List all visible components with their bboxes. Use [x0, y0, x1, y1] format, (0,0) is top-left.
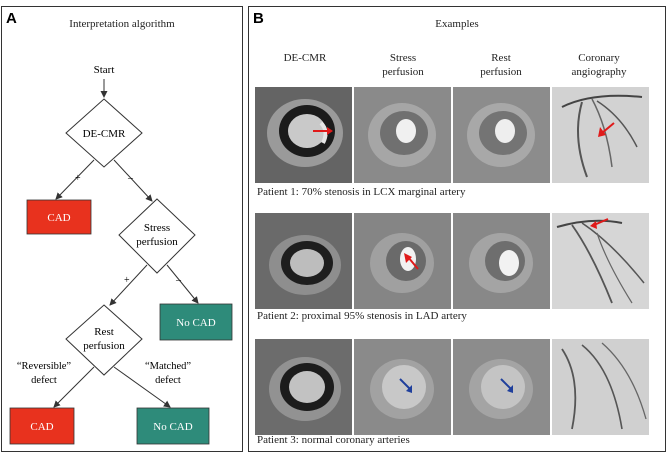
no-cad-box-1 [159, 303, 233, 341]
no-cad-box-2-label: No CAD [153, 421, 192, 433]
decision-rest-perfusion [65, 304, 143, 376]
reversible-line1: “Reversible” [17, 361, 72, 372]
patient-2-caption: Patient 2: proximal 95% stenosis in LAD … [257, 310, 467, 322]
no-cad-box-2 [136, 407, 210, 445]
flowchart-svg: Start DE-CMR + – CAD Stress perfusion + … [9, 64, 233, 445]
patient-2-rest-perfusion-image [453, 213, 550, 309]
patient-3-de-cmr-image [255, 339, 352, 435]
patient-1-rest-perfusion-image [453, 87, 550, 183]
d1-plus-label: + [75, 173, 81, 184]
d2-plus-label: + [124, 275, 130, 286]
cad-box-1-label: CAD [47, 212, 70, 224]
matched-line1: “Matched” [145, 361, 191, 372]
decision-rest-line2: perfusion [83, 340, 125, 352]
arrow-d1-plus [55, 159, 95, 200]
patient-1-image-row [255, 87, 651, 183]
start-label: Start [94, 64, 115, 76]
patient-3-stress-perfusion-image [354, 339, 451, 435]
decision-stress-line2: perfusion [136, 236, 178, 248]
panel-b-title: Examples [435, 18, 479, 30]
patient-1-de-cmr-image [255, 87, 352, 183]
d2-minus-label: – [175, 275, 182, 286]
panel-a-letter: A [6, 10, 17, 27]
cad-box-2 [9, 407, 75, 445]
arrow-reversible [53, 366, 95, 408]
no-cad-box-1-label: No CAD [176, 317, 215, 329]
patient-3-image-row [255, 339, 651, 435]
panel-a-title: Interpretation algorithm [69, 18, 175, 30]
cad-box-1 [26, 199, 92, 235]
arrow-d2-minus [166, 264, 199, 304]
decision-de-cmr-label: DE-CMR [83, 128, 126, 140]
patient-3-rest-perfusion-image [453, 339, 550, 435]
decision-stress-perfusion [118, 198, 196, 274]
patient-2-de-cmr-image [255, 213, 352, 309]
patient-3-caption: Patient 3: normal coronary arteries [257, 434, 410, 446]
patient-2-angiography-image [552, 213, 649, 309]
panel-b-letter: B [253, 10, 264, 27]
decision-de-cmr [65, 98, 143, 168]
column-header-de-cmr: DE-CMR [283, 52, 327, 64]
arrow-d2-plus [109, 264, 148, 306]
arrow-d1-minus [113, 159, 153, 202]
patient-2-image-row [255, 213, 651, 309]
patient-2-stress-perfusion-image [354, 213, 451, 309]
matched-line2: defect [155, 375, 181, 386]
column-header-coronary-angiography: Coronary angiography [571, 52, 627, 78]
d1-minus-label: – [127, 173, 134, 184]
patient-1-stress-perfusion-image [354, 87, 451, 183]
cad-box-2-label: CAD [30, 421, 53, 433]
arrow-matched [113, 366, 171, 408]
decision-stress-line1: Stress [144, 222, 170, 234]
column-header-stress-perfusion: Stress perfusion [382, 52, 424, 78]
column-header-rest-perfusion: Rest perfusion [480, 52, 522, 78]
decision-rest-line1: Rest [94, 326, 114, 338]
panel-a-interpretation-algorithm: A Interpretation algorithm Start DE-CMR … [1, 6, 243, 452]
patient-1-caption: Patient 1: 70% stenosis in LCX marginal … [257, 186, 466, 198]
reversible-line2: defect [31, 375, 57, 386]
patient-3-angiography-image [552, 339, 649, 435]
panel-b-examples: B Examples DE-CMR Stress perfusion Rest … [248, 6, 666, 452]
patient-1-angiography-image [552, 87, 649, 183]
